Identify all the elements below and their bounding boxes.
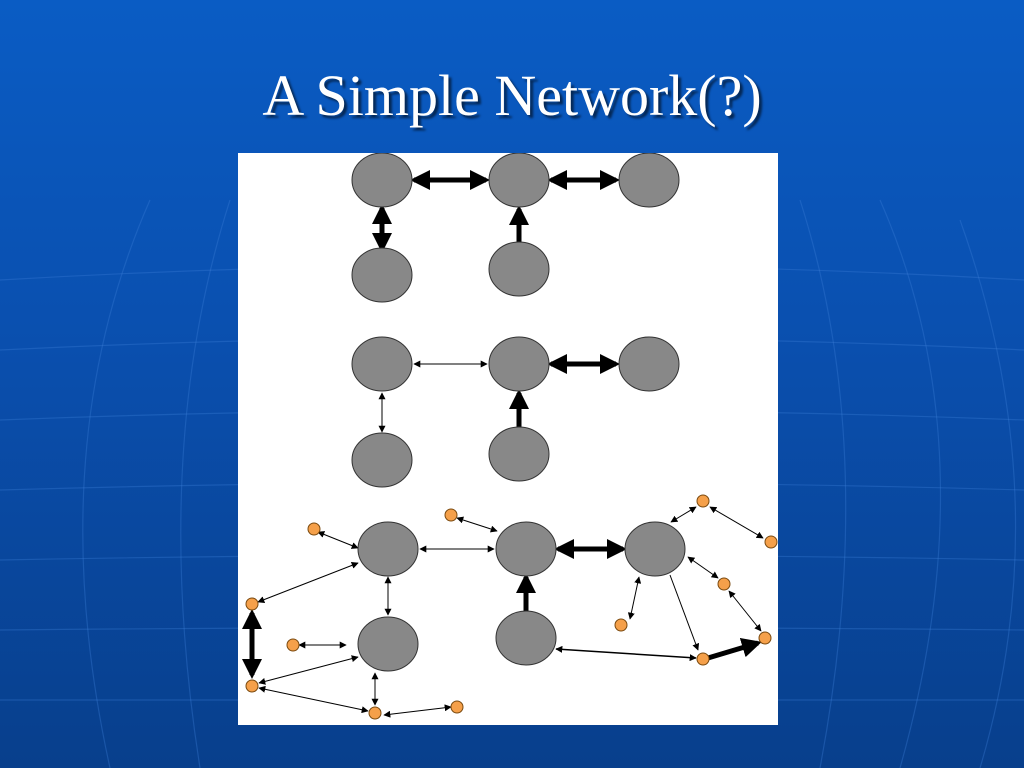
small-node xyxy=(444,508,458,522)
edge xyxy=(669,574,700,651)
edge xyxy=(317,531,359,549)
edge xyxy=(258,685,369,714)
small-node xyxy=(696,494,710,508)
large-node xyxy=(618,336,680,392)
large-node xyxy=(618,153,680,208)
small-node xyxy=(696,652,710,666)
large-node xyxy=(351,432,413,488)
edge xyxy=(555,645,697,662)
large-node xyxy=(351,336,413,392)
small-node xyxy=(307,522,321,536)
large-node xyxy=(488,153,550,208)
small-node xyxy=(758,631,772,645)
small-node xyxy=(614,618,628,632)
small-node xyxy=(717,577,731,591)
edge xyxy=(707,638,762,661)
large-node xyxy=(488,426,550,482)
large-node xyxy=(495,610,557,666)
edge xyxy=(456,516,498,533)
large-node xyxy=(351,247,413,303)
edge xyxy=(383,704,452,718)
large-node xyxy=(624,521,686,577)
large-node xyxy=(357,521,419,577)
network-diagram xyxy=(238,153,778,725)
small-node xyxy=(245,597,259,611)
edge xyxy=(257,562,359,603)
edge xyxy=(627,576,642,620)
large-node xyxy=(495,521,557,577)
network-3 xyxy=(242,494,778,720)
large-node xyxy=(357,616,419,672)
network-1 xyxy=(351,153,680,303)
edge xyxy=(687,556,719,579)
small-node xyxy=(450,700,464,714)
small-node xyxy=(286,638,300,652)
large-node xyxy=(488,336,550,392)
large-node xyxy=(351,153,413,208)
edge xyxy=(258,655,359,685)
large-node xyxy=(488,241,550,297)
network-2 xyxy=(351,336,680,488)
edge xyxy=(709,506,764,539)
small-node xyxy=(764,535,778,549)
edge xyxy=(670,506,697,523)
edge xyxy=(728,590,762,632)
small-node xyxy=(368,706,382,720)
network-diagram-canvas xyxy=(242,153,778,720)
small-node xyxy=(245,679,259,693)
slide-title: A Simple Network(?) xyxy=(262,63,762,128)
